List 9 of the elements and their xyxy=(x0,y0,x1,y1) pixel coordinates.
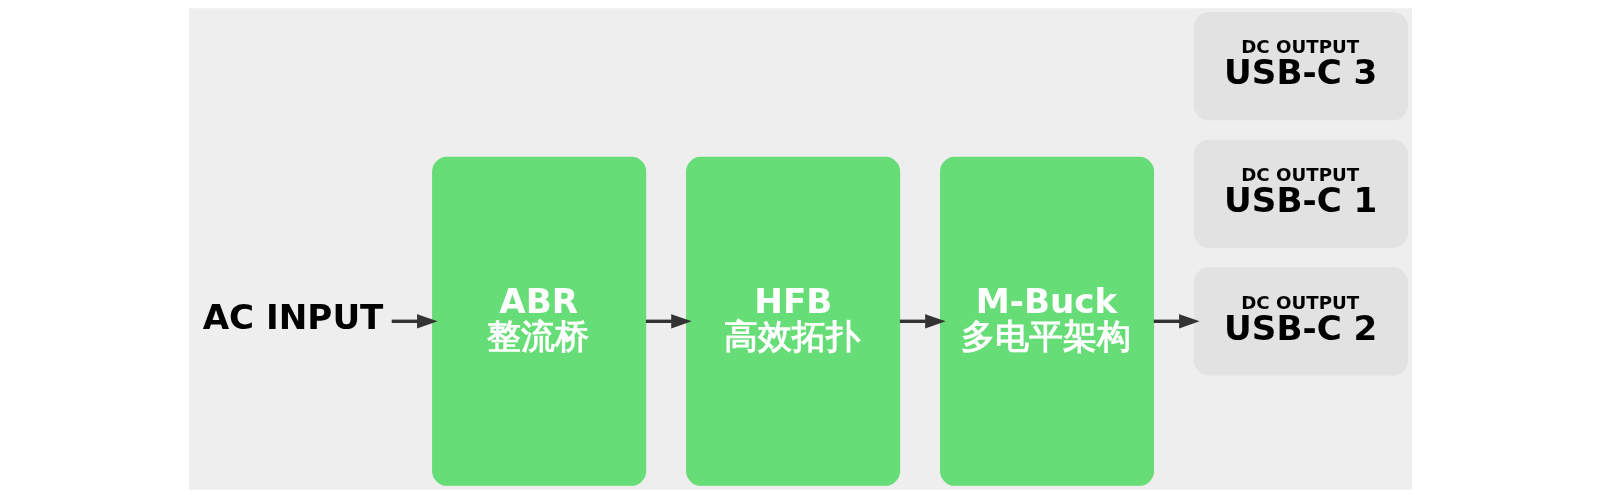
node-box: DC OUTPUT USB-C 2 xyxy=(1193,267,1408,376)
node-box: HFB 高效拓扑 xyxy=(685,156,900,486)
node-box: M-Buck 多电平架构 xyxy=(939,156,1154,486)
node-text: AC INPUT xyxy=(202,296,383,337)
arrow xyxy=(899,314,946,329)
arrow xyxy=(391,314,438,329)
arrow xyxy=(1153,314,1200,329)
arrow xyxy=(645,314,692,329)
node-box: ABR 整流桥 xyxy=(431,156,646,486)
